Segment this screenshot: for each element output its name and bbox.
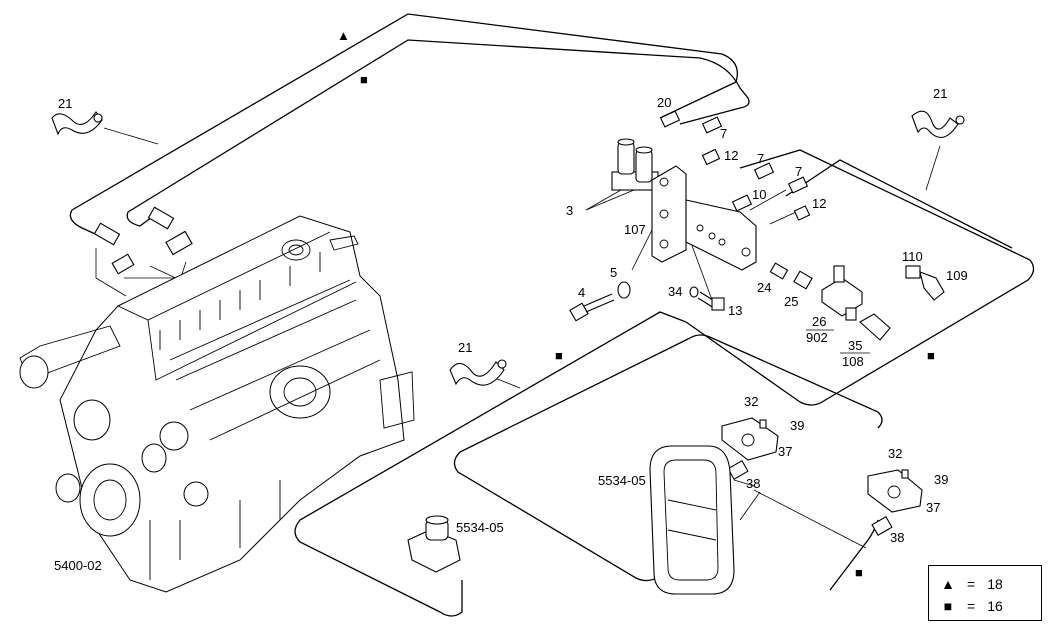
label-3: 3 [566, 203, 573, 218]
label-21-right: 21 [933, 86, 947, 101]
label-32-b: 32 [888, 446, 902, 461]
label-24: 24 [757, 280, 771, 295]
label-902: 902 [806, 330, 828, 345]
sensor-109 [905, 265, 945, 301]
label-37-a: 37 [778, 444, 792, 459]
label-7-b: 7 [757, 151, 764, 166]
legend-equals: = [967, 576, 976, 592]
label-5534-05-sensor: 5534-05 [456, 520, 504, 535]
triangle-icon: ▲ [941, 576, 955, 592]
fitting-20 [659, 110, 681, 128]
fitting-12b [793, 205, 811, 221]
legend-value: 16 [987, 598, 1003, 614]
solenoid-valve-assy-3 [611, 138, 659, 191]
pipe-run-top [69, 13, 750, 239]
fitting-25 [793, 270, 813, 290]
part-labels: ▲ ■ ■ ■ ■ 21 21 21 20 7 12 7 7 10 12 3 1… [54, 28, 968, 580]
marker-square-bottom: ■ [855, 565, 863, 580]
hose-clamp-21-right [911, 110, 965, 138]
legend-row-square: ■ = 16 [941, 596, 1003, 616]
label-109: 109 [946, 268, 968, 283]
bracket-107 [651, 165, 757, 271]
label-5400-02: 5400-02 [54, 558, 102, 573]
label-10: 10 [752, 187, 766, 202]
label-25: 25 [784, 294, 798, 309]
label-13: 13 [728, 303, 742, 318]
fitting-left-a [93, 206, 193, 275]
elbow-35 [859, 313, 891, 341]
sensor-38-a [727, 460, 749, 480]
hose-clamp-21-left [51, 111, 103, 136]
label-110: 110 [902, 249, 923, 264]
legend-equals: = [967, 598, 976, 614]
marker-square-right: ■ [927, 348, 935, 363]
marker-triangle-top: ▲ [337, 28, 350, 43]
label-108: 108 [842, 354, 864, 369]
label-38-b: 38 [890, 530, 904, 545]
cover-37-b [867, 469, 923, 513]
fitting-7c [787, 176, 809, 194]
label-5534-05-cover: 5534-05 [598, 473, 646, 488]
label-7-c: 7 [795, 164, 802, 179]
label-32-a: 32 [744, 394, 758, 409]
hose-clamp-21-mid [449, 359, 507, 386]
label-39-b: 39 [934, 472, 948, 487]
washer-5 [617, 281, 631, 299]
marker-square-mid: ■ [555, 348, 563, 363]
label-38-a: 38 [746, 476, 760, 491]
label-20: 20 [657, 95, 671, 110]
fitting-12a [701, 148, 721, 166]
valve-26 [821, 265, 863, 321]
label-107: 107 [624, 222, 646, 237]
bolt-13 [697, 291, 725, 311]
marker-square-top: ■ [360, 72, 368, 87]
cover-37-a [721, 417, 779, 461]
label-26: 26 [812, 314, 826, 329]
legend-box: ▲ = 18 ■ = 16 [928, 565, 1042, 621]
label-12-a: 12 [724, 148, 738, 163]
sensor-5534-05 [407, 515, 461, 573]
washer-34 [689, 286, 699, 298]
bolt-4 [569, 293, 615, 322]
label-34: 34 [668, 284, 682, 299]
fitting-7a [701, 116, 723, 134]
fitting-24 [769, 262, 789, 280]
label-4: 4 [578, 285, 585, 300]
fitting-10 [731, 194, 753, 212]
engine-5400-02 [19, 215, 415, 593]
cover-plate-5534-05 [649, 445, 735, 595]
label-12-b: 12 [812, 196, 826, 211]
label-21-mid: 21 [458, 340, 472, 355]
label-39-a: 39 [790, 418, 804, 433]
legend-value: 18 [987, 576, 1003, 592]
fitting-7b [753, 162, 775, 180]
label-35: 35 [848, 338, 862, 353]
legend-row-triangle: ▲ = 18 [941, 574, 1003, 594]
sensor-38-b [871, 516, 893, 536]
label-7-a: 7 [720, 126, 727, 141]
square-icon: ■ [943, 598, 953, 614]
label-37-b: 37 [926, 500, 940, 515]
label-5: 5 [610, 265, 617, 280]
label-21-left: 21 [58, 96, 72, 111]
